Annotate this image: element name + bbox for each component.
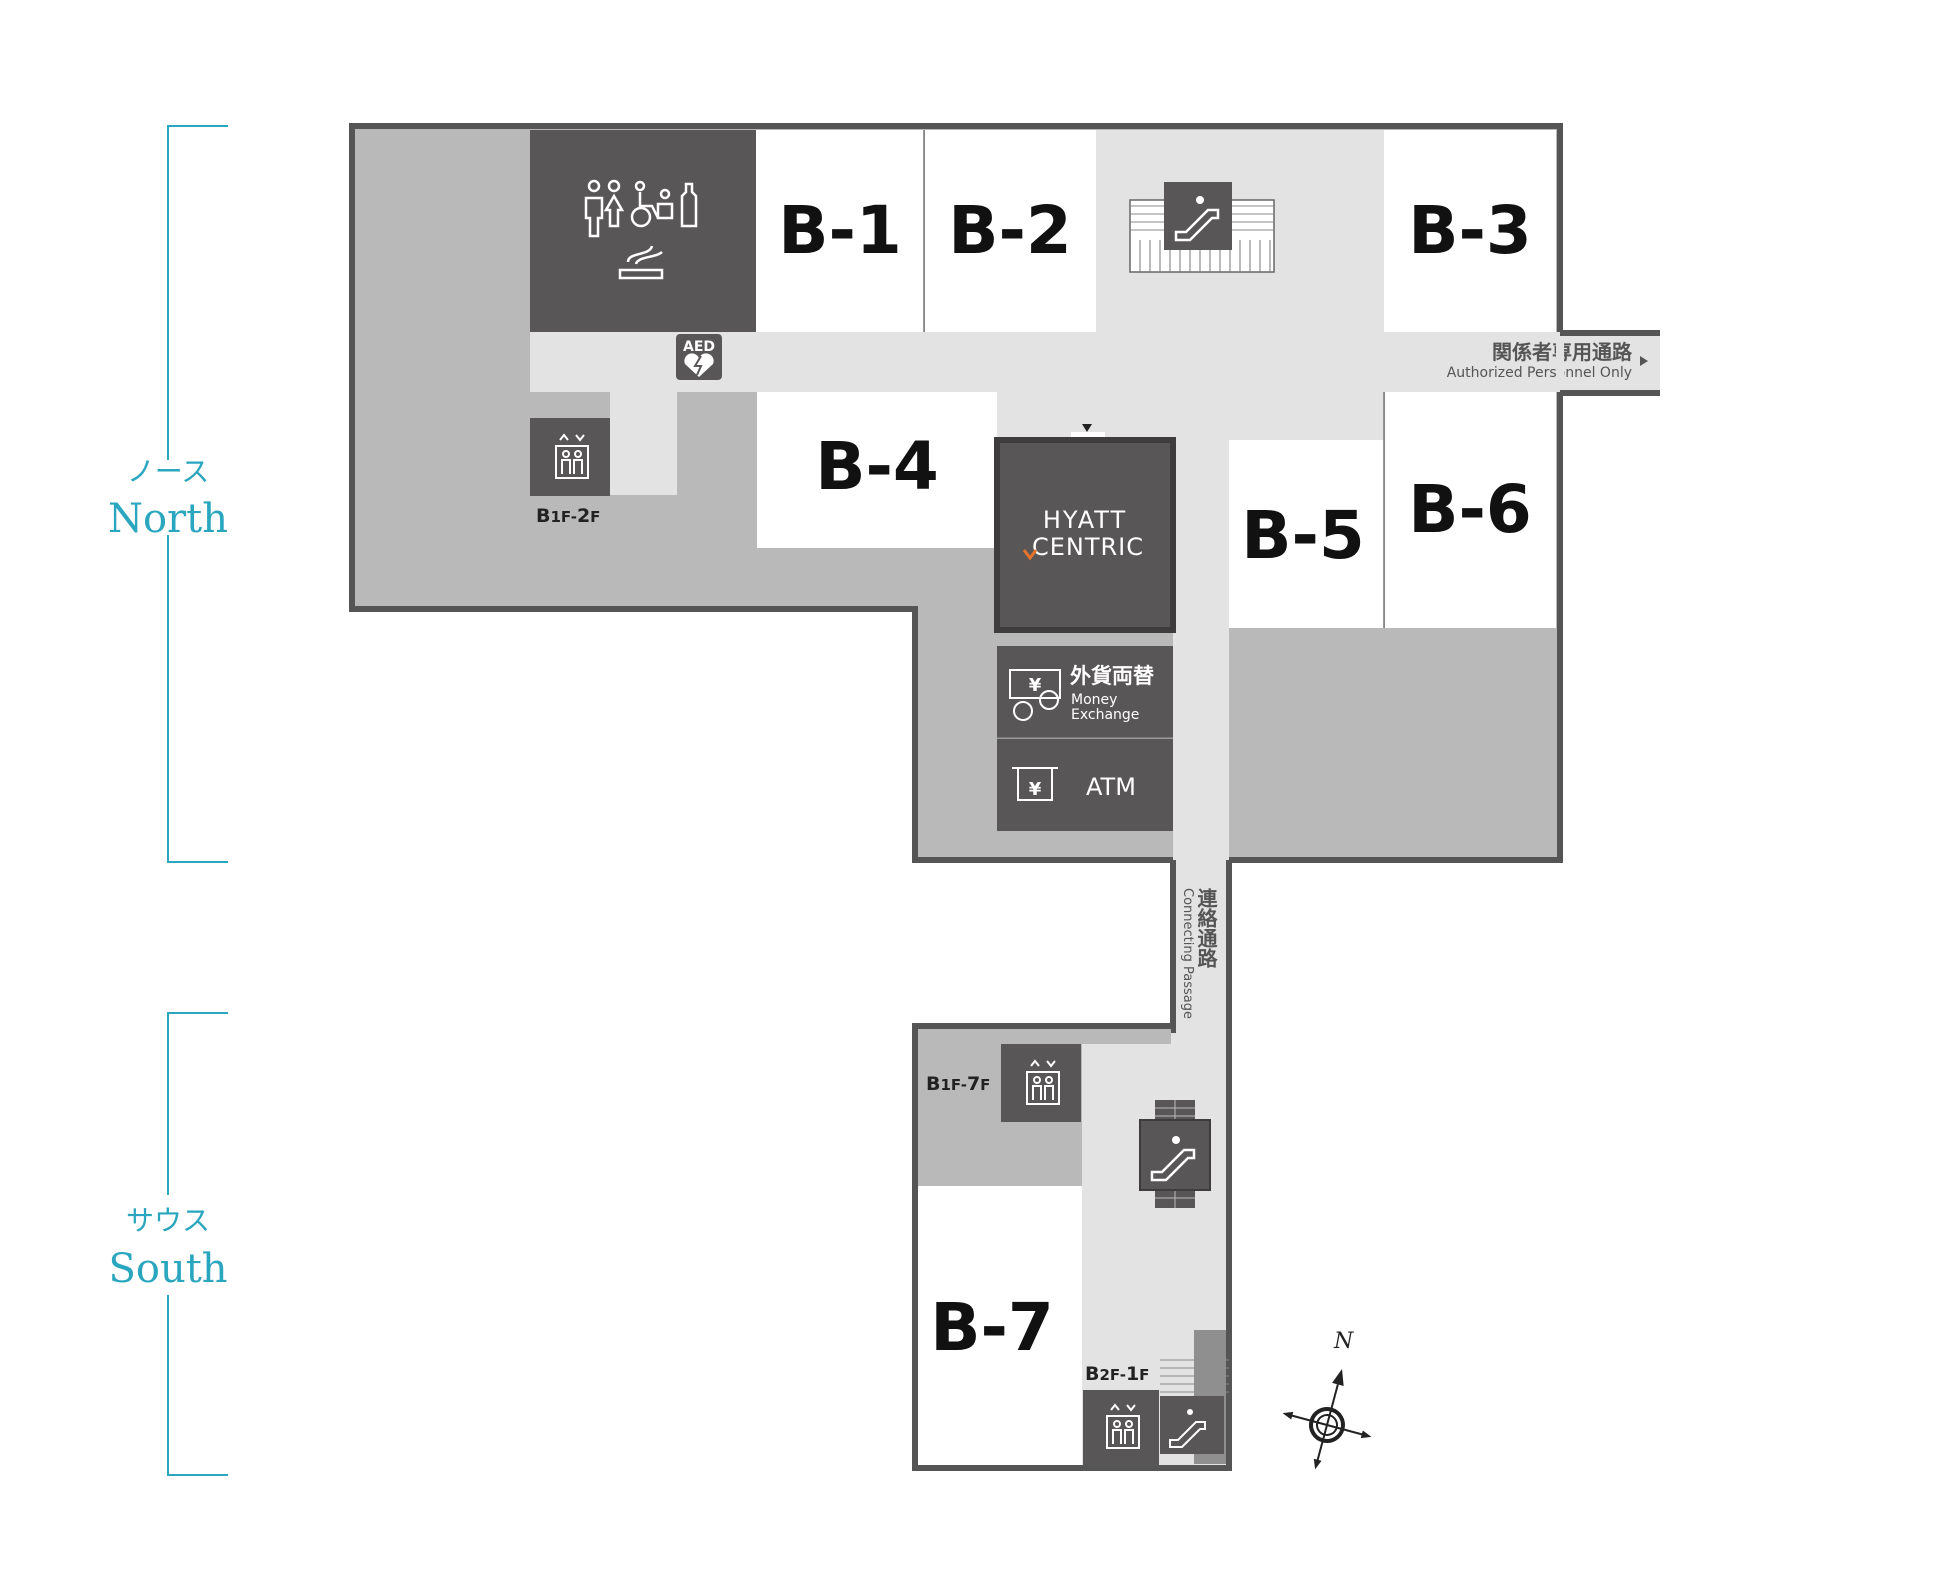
baby-care-icon — [656, 188, 674, 220]
compass-north-label: N — [1333, 1329, 1354, 1354]
money-exchange[interactable]: ¥ 外貨両替 Money Exchange — [997, 646, 1173, 738]
unit-b1[interactable] — [756, 130, 924, 332]
aed-label: AED — [683, 339, 715, 355]
south-section-en: South — [108, 1246, 227, 1292]
elevator-icon — [1106, 1403, 1140, 1449]
north-section-en: North — [108, 496, 228, 542]
connecting-passage — [1173, 860, 1229, 1030]
north-elevator-floors: B1F-2F — [536, 505, 600, 527]
exchange-label-en1: Money — [1071, 692, 1117, 708]
exchange-label-en2: Exchange — [1071, 707, 1139, 723]
south-section-bracket — [167, 1012, 228, 1476]
money-exchange-icon — [1009, 669, 1061, 721]
connecting-passage-jp: 連絡通路 — [1194, 887, 1218, 969]
authorized-passage-en: Authorized Personnel Only — [1447, 365, 1632, 381]
unit-b5[interactable] — [1229, 440, 1384, 628]
unit-b3-label: B-3 — [1408, 192, 1532, 269]
south-escalator[interactable] — [1139, 1100, 1211, 1208]
hotel-hyatt-centric[interactable]: HYATT CENTRIC — [994, 437, 1176, 633]
passage-joint — [1176, 1020, 1226, 1036]
smoking-area-icon — [618, 245, 664, 280]
south-elevator[interactable] — [1001, 1044, 1081, 1122]
female-restroom-icon — [603, 179, 625, 228]
unit-b2[interactable] — [925, 130, 1096, 332]
south-lower-elevator-floors: B2F-1F — [1085, 1363, 1149, 1385]
south-back-area — [918, 1029, 1171, 1044]
unit-b1-label: B-1 — [778, 192, 902, 269]
unit-b2-label: B-2 — [948, 192, 1072, 269]
authorized-passage-arrow-icon — [1640, 356, 1648, 366]
atm[interactable]: ¥ ATM — [997, 739, 1173, 831]
hyatt-logo-accent-icon — [1022, 549, 1038, 561]
aed-marker[interactable]: AED — [676, 334, 722, 380]
north-section-jp: ノース — [127, 455, 210, 488]
corridor-branch-elevator — [610, 392, 677, 495]
restroom-block — [530, 130, 756, 332]
north-elevator[interactable] — [530, 418, 610, 496]
hotel-name-line1: HYATT — [1043, 506, 1127, 534]
unit-b7-label: B-7 — [930, 1289, 1054, 1366]
south-section-jp: サウス — [126, 1204, 210, 1237]
atm-icon — [1012, 767, 1058, 801]
unit-b4[interactable] — [757, 392, 997, 548]
exchange-yen-symbol: ¥ — [1029, 675, 1042, 696]
north-escalator[interactable] — [1129, 182, 1275, 273]
compass-rose — [1282, 1368, 1372, 1470]
south-lower-escalator[interactable] — [1160, 1396, 1224, 1454]
unit-b4-label: B-4 — [815, 428, 939, 505]
unit-b7[interactable] — [918, 1186, 1082, 1465]
elevator-icon — [555, 433, 589, 479]
hotel-entrance-mark — [1071, 432, 1105, 440]
wheelchair-icon — [630, 180, 660, 228]
north-section-bracket — [167, 125, 228, 863]
unit-b5-label: B-5 — [1241, 497, 1365, 574]
atm-yen-symbol: ¥ — [1029, 779, 1042, 800]
unit-b6[interactable] — [1385, 392, 1556, 628]
male-restroom-icon — [584, 179, 604, 238]
compass-north-arrow-icon — [1332, 1368, 1344, 1386]
hotel-name-line2: CENTRIC — [1032, 533, 1144, 561]
escalator-icon — [1169, 1421, 1206, 1448]
hotel-entrance-arrow-icon — [1082, 424, 1092, 432]
authorized-corridor-opening — [1556, 336, 1564, 390]
corridor-b6-front — [1229, 392, 1384, 440]
baby-bottle-icon — [680, 182, 698, 228]
unit-b6-label: B-6 — [1408, 471, 1532, 548]
atm-label: ATM — [1086, 773, 1136, 801]
unit-b3[interactable] — [1384, 130, 1556, 332]
connecting-passage-en: Connecting Passage — [1180, 888, 1195, 1019]
south-lower-elevator[interactable] — [1083, 1390, 1159, 1466]
connecting-passage-north — [1173, 392, 1229, 862]
restroom-icons — [584, 179, 698, 280]
escalator-icon — [1174, 208, 1220, 242]
escalator-icon — [1150, 1148, 1196, 1182]
south-elevator-floors: B1F-7F — [926, 1073, 990, 1095]
exchange-label-jp: 外貨両替 — [1070, 664, 1154, 688]
elevator-icon — [1026, 1059, 1060, 1105]
